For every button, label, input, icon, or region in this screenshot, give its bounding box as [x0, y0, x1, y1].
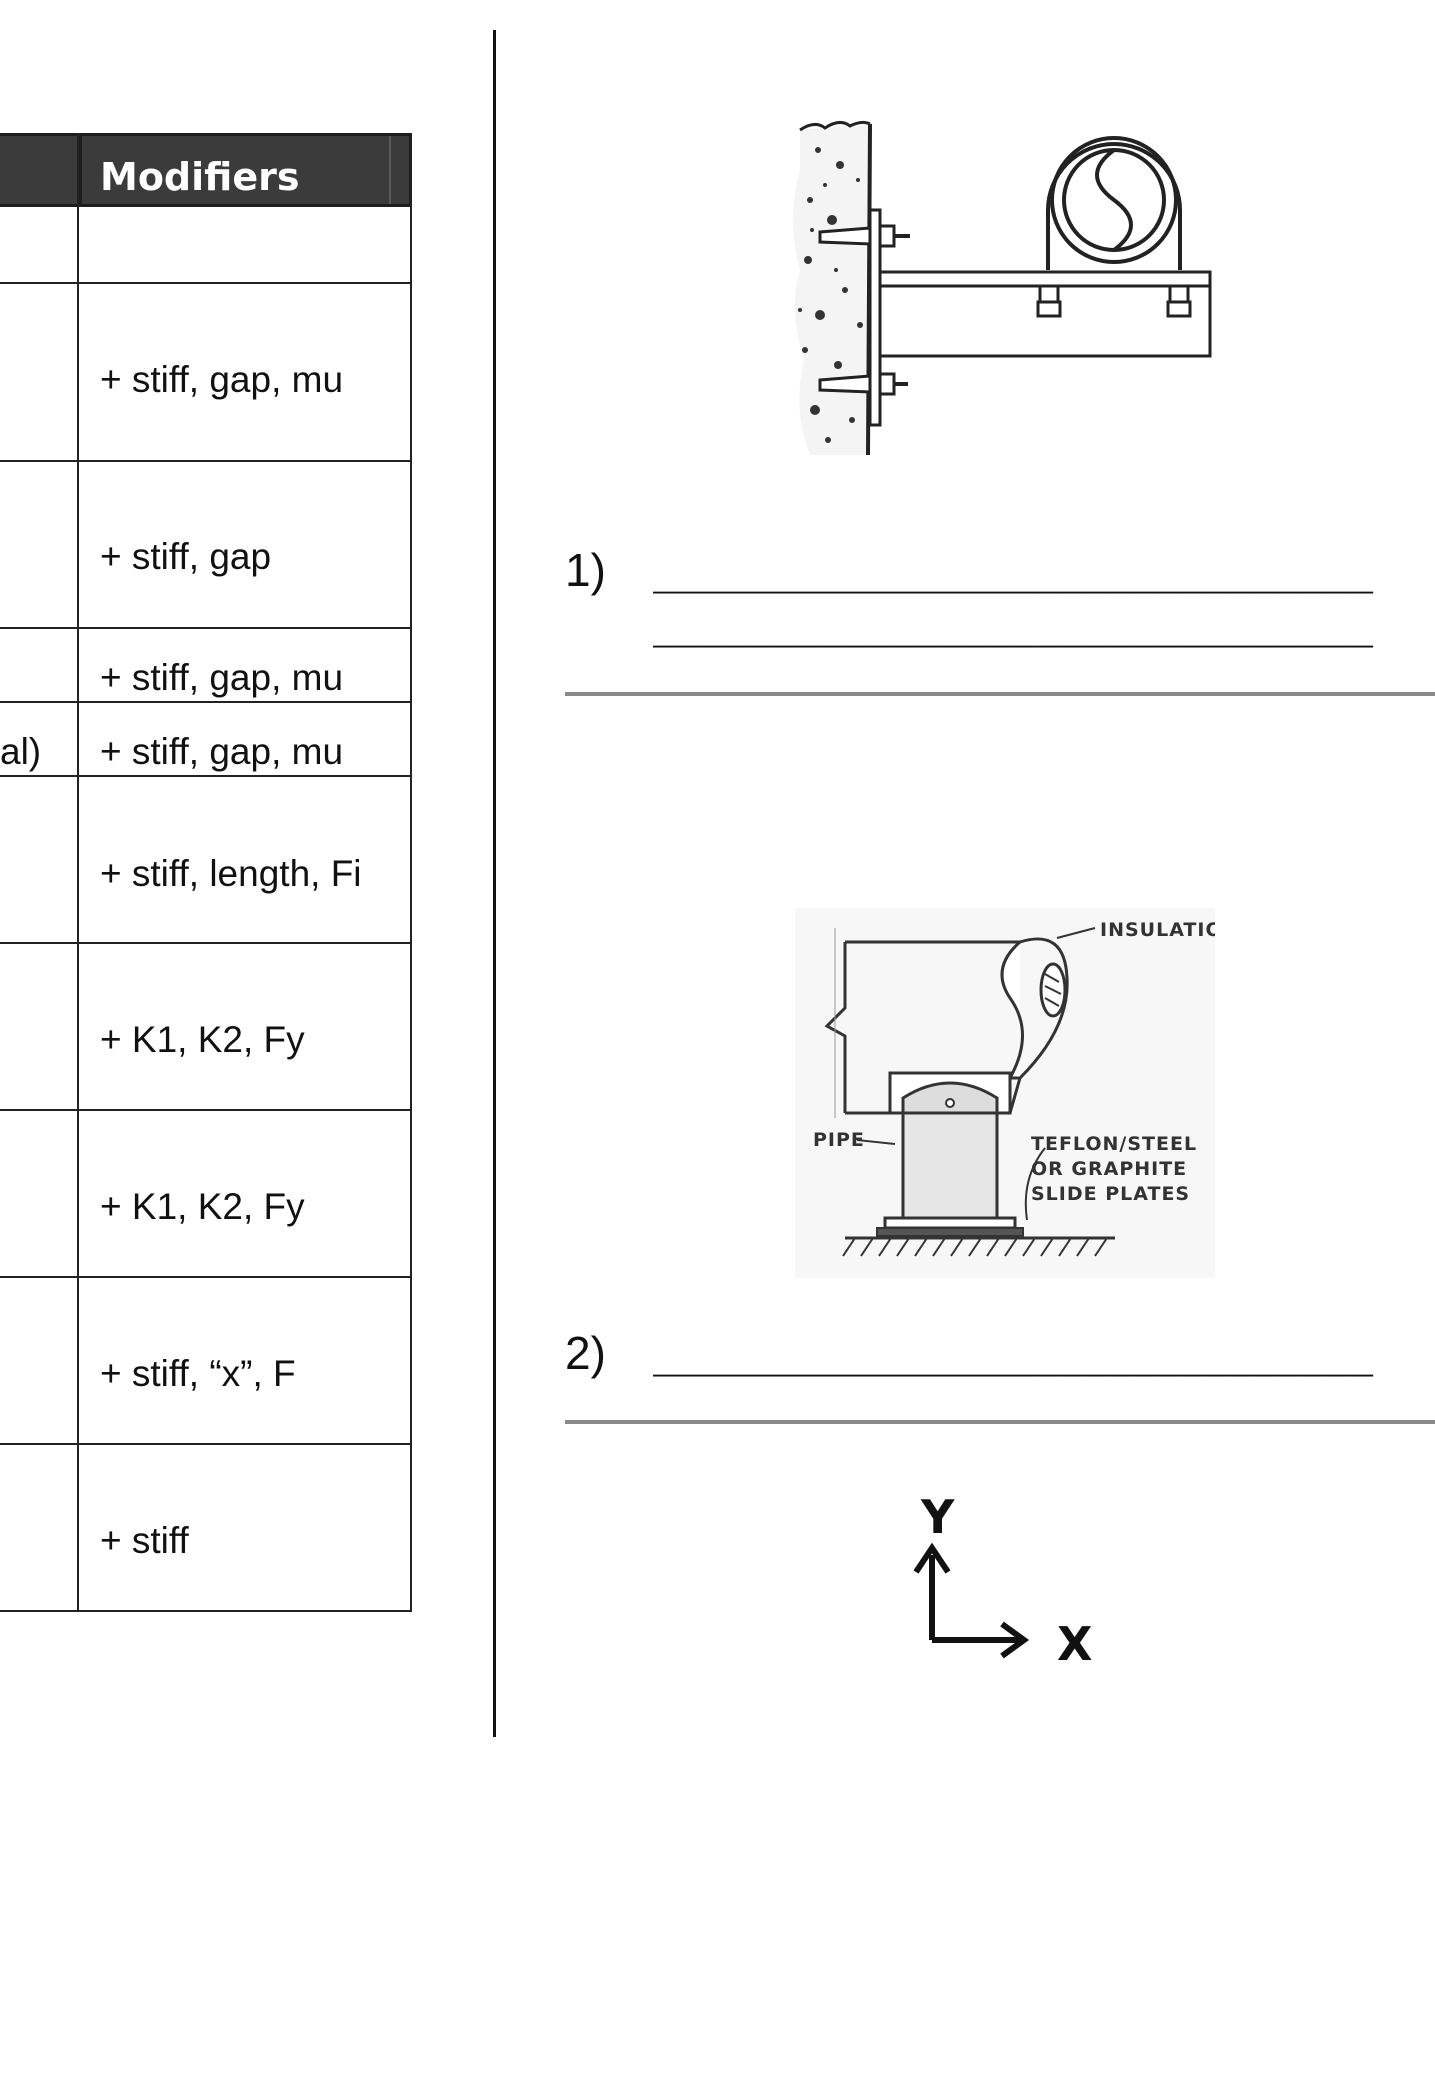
table-cell-modifier: + stiff, gap — [100, 536, 272, 577]
question-1-separator — [565, 692, 1435, 696]
question-2-answer-blank-1[interactable]: ______________________________ — [653, 1343, 1374, 1383]
row-divider — [0, 775, 412, 777]
header-inner-divider — [389, 136, 391, 204]
table-cell-modifier: + stiff, gap, mu — [100, 359, 344, 400]
table-cell-modifier: + stiff, length, Fi — [100, 853, 362, 894]
axis-label-y: Y — [921, 1490, 955, 1544]
table-cell-modifier: + stiff, “x”, F — [100, 1353, 296, 1394]
row-divider — [0, 627, 412, 629]
table-column-divider — [77, 133, 79, 1612]
table-cell-modifier: + K1, K2, Fy — [100, 1186, 305, 1227]
label-slide-line-1: TEFLON/STEEL — [1031, 1133, 1197, 1155]
question-1-answer-blank-2[interactable]: ______________________________ — [653, 614, 1374, 654]
pipe-shoe-slide-plate-figure: INSULATION PIPE TEFLON/STEEL OR GRAPHITE… — [795, 908, 1215, 1278]
row-divider — [0, 1276, 412, 1278]
row-divider — [0, 1610, 412, 1612]
axis-label-x: X — [1057, 1617, 1093, 1671]
table-header-modifiers: Modifiers — [100, 155, 300, 199]
label-slide-line-2: OR GRAPHITE — [1031, 1158, 1187, 1180]
label-pipe: PIPE — [813, 1129, 865, 1151]
row-divider — [0, 942, 412, 944]
row-divider — [0, 282, 412, 284]
label-insulation: INSULATION — [1100, 919, 1215, 941]
question-1-number: 1) — [565, 544, 606, 596]
row-divider — [0, 1109, 412, 1111]
table-cell-modifier: + stiff, gap, mu — [100, 657, 344, 698]
table-header-cell-modifiers: Modifiers — [79, 133, 412, 207]
table-header-cell-left — [0, 133, 77, 207]
row-divider — [0, 701, 412, 703]
table-right-border — [410, 133, 412, 1612]
table-cell-left: al) — [0, 731, 42, 772]
question-2-separator — [565, 1420, 1435, 1424]
xy-axes-icon — [913, 1542, 1030, 1659]
table-cell-modifier: + stiff — [100, 1520, 189, 1561]
table-cell-modifier: + K1, K2, Fy — [100, 1019, 305, 1060]
page-column-divider — [493, 30, 496, 1737]
question-1-answer-blank-1[interactable]: ______________________________ — [653, 560, 1374, 600]
wall-bracket-pipe-figure — [793, 120, 1212, 456]
row-divider — [0, 1443, 412, 1445]
table-cell-modifier: + stiff, gap, mu — [100, 731, 344, 772]
question-2-number: 2) — [565, 1327, 606, 1379]
label-slide-line-3: SLIDE PLATES — [1031, 1183, 1190, 1205]
row-divider — [0, 460, 412, 462]
